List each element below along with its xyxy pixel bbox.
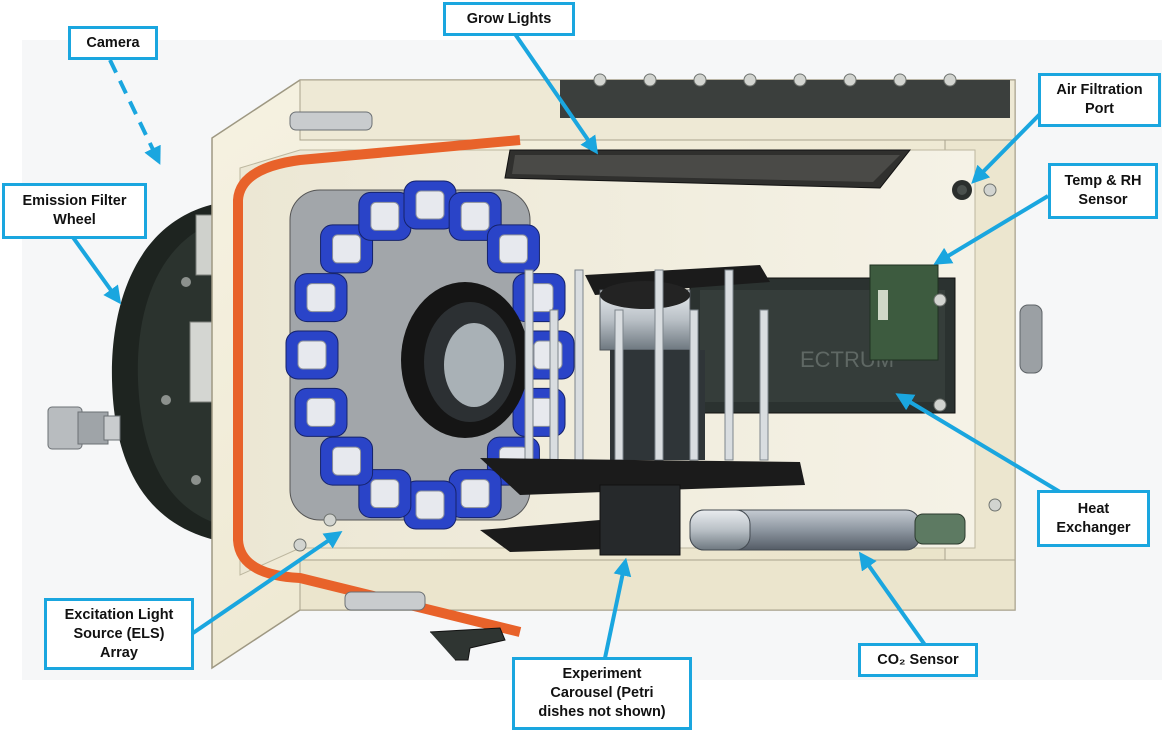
bolt: [743, 73, 757, 87]
air-filtration-port-part: [952, 180, 972, 200]
gas-fitting-part: [47, 406, 121, 450]
carousel-rod: [524, 269, 534, 461]
led-module: [486, 224, 540, 274]
led-module: [285, 330, 339, 380]
els-callout: Excitation Light Source (ELS) Array: [44, 598, 194, 670]
els-label-2: Source (ELS): [73, 625, 165, 642]
led-module: [448, 469, 502, 519]
arrow-emission-filter: [70, 234, 122, 305]
emission-filter-label-2: Wheel: [53, 212, 96, 228]
led-module: [358, 191, 412, 241]
camera-label: Camera: [86, 34, 140, 51]
carousel-callout: Experiment Carousel (Petri dishes not sh…: [512, 657, 692, 730]
temp-rh-sensor-part: [869, 264, 939, 361]
pointer-arrows: [70, 32, 1062, 659]
bolt: [293, 538, 307, 552]
bolt: [943, 73, 957, 87]
co2-sensor-part: [689, 509, 966, 551]
grow-lights-callout: Grow Lights: [443, 2, 575, 36]
camera-callout: Camera: [68, 26, 158, 60]
led-module: [294, 387, 348, 437]
co2-sensor-label: CO₂ Sensor: [877, 651, 959, 668]
camera-lens-part: [401, 282, 529, 438]
carousel-label-3: dishes not shown): [538, 704, 666, 720]
arrow-heat-exchanger: [895, 393, 1062, 494]
heat-exchanger-callout: Heat Exchanger: [1037, 490, 1150, 547]
air-filtration-label-1: Air Filtration: [1056, 82, 1143, 98]
bolt: [593, 73, 607, 87]
temp-rh-label-2: Sensor: [1078, 192, 1128, 208]
els-label-1: Excitation Light: [64, 606, 174, 623]
bolt: [933, 398, 947, 412]
led-module: [403, 480, 457, 530]
emission-filter-callout: Emission Filter Wheel: [2, 183, 147, 239]
heat-exchanger-label-1: Heat: [1077, 500, 1110, 517]
carousel-rod: [689, 309, 699, 461]
arrow-grow-lights: [513, 32, 599, 155]
carousel-rod: [549, 309, 559, 461]
co2-sensor-callout: CO₂ Sensor: [858, 643, 978, 677]
bolt: [983, 183, 997, 197]
arrow-co2: [858, 551, 927, 647]
carousel-label-2: Carousel (Petri: [550, 685, 654, 701]
heat-exchanger-label-2: Exchanger: [1056, 519, 1131, 536]
arrow-els: [191, 530, 343, 635]
air-filtration-callout: Air Filtration Port: [1038, 73, 1161, 127]
bolt: [693, 73, 707, 87]
experiment-carousel-part: [480, 265, 805, 556]
carousel-rod: [614, 309, 624, 461]
temp-rh-label-1: Temp & RH: [1064, 173, 1142, 189]
temp-rh-callout: Temp & RH Sensor: [1048, 163, 1158, 219]
bolt: [933, 293, 947, 307]
carousel-rod: [654, 269, 664, 461]
led-module: [320, 436, 374, 486]
carousel-label-1: Experiment: [562, 666, 642, 682]
emission-filter-label-1: Emission Filter: [22, 193, 127, 209]
led-module: [358, 469, 412, 519]
led-module: [448, 191, 502, 241]
air-filtration-label-2: Port: [1084, 101, 1114, 117]
orange-seal: [233, 135, 522, 637]
arrow-carousel: [603, 557, 632, 659]
housing-bolts: [293, 73, 1002, 552]
carousel-rod: [759, 309, 769, 461]
led-module: [403, 180, 457, 230]
bolt: [893, 73, 907, 87]
arrow-temp-rh: [933, 194, 1050, 265]
bolt: [323, 513, 337, 527]
arrow-air-filtration: [971, 110, 1044, 184]
bolt: [988, 498, 1002, 512]
bolt: [643, 73, 657, 87]
grow-lights-part: [504, 149, 912, 189]
handles: [289, 111, 1043, 661]
els-label-3: Array: [100, 644, 138, 661]
grow-lights-label: Grow Lights: [466, 10, 552, 27]
bolt: [843, 73, 857, 87]
arrow-camera: [108, 59, 161, 165]
bolt: [793, 73, 807, 87]
led-module: [320, 224, 374, 274]
carousel-rod: [574, 269, 584, 461]
carousel-rod: [724, 269, 734, 461]
led-module: [294, 273, 348, 323]
